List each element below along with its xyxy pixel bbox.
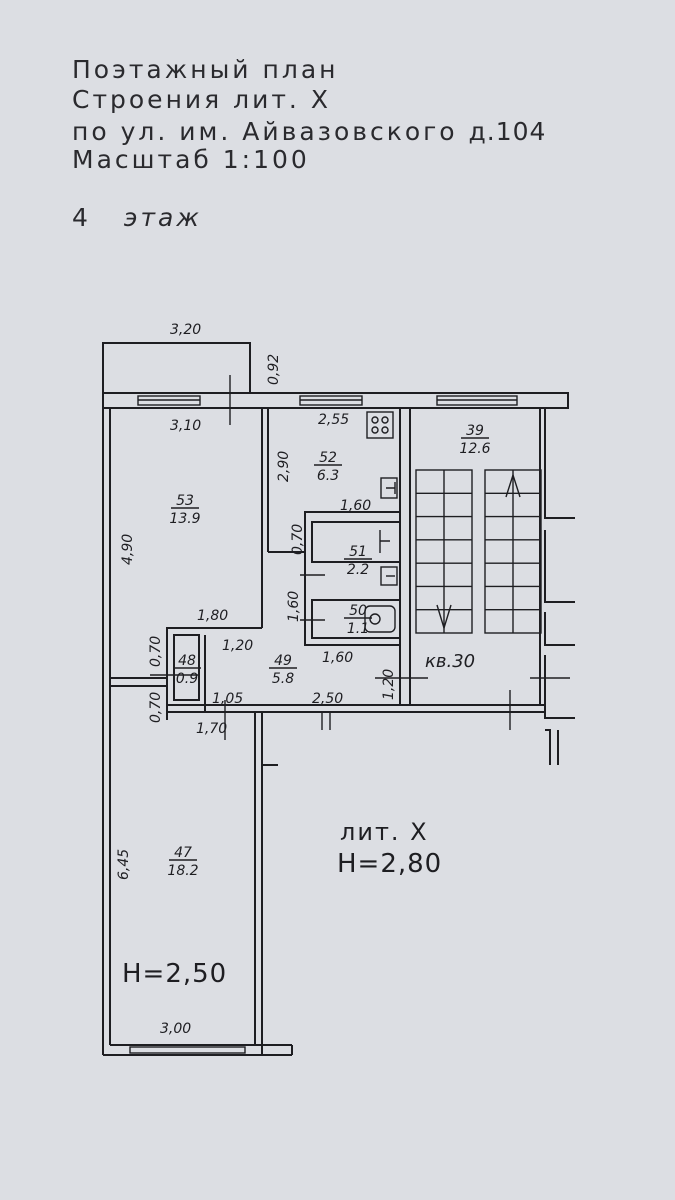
- dim-corridor-120v: 1,20: [381, 669, 397, 700]
- dim-kitchen-length: 2,90: [276, 451, 292, 482]
- floor-label: этаж: [123, 203, 202, 232]
- dim-r53-width: 3,10: [170, 418, 201, 434]
- room-number: 49: [274, 653, 292, 669]
- dim-r47-width: 3,00: [160, 1021, 191, 1037]
- street: по ул. им. Айвазовского: [72, 117, 458, 146]
- stove-icon: [366, 411, 394, 439]
- dim-corridor-170: 1,70: [196, 721, 227, 737]
- floor-number: 4: [72, 203, 91, 232]
- floor-heading: 4 этаж: [72, 203, 202, 232]
- dim-closet-070a: 0,70: [148, 636, 164, 667]
- building-height: Н=2,80: [337, 849, 442, 879]
- plan-address: по ул. им. Айвазовского д.104: [72, 117, 546, 146]
- dim-balcony-width: 3,20: [170, 322, 201, 338]
- room-area: 1.1: [347, 621, 369, 637]
- arrow-down-icon: [436, 604, 452, 631]
- room-label-47: 47 18.2: [167, 845, 198, 879]
- dim-corridor-120: 1,20: [222, 638, 253, 654]
- dim-step: 0,70: [290, 524, 306, 555]
- dim-closet-070b: 0,70: [148, 692, 164, 723]
- dim-r47-length: 6,45: [116, 849, 132, 880]
- room-label-48: 480.9: [173, 653, 201, 687]
- house-number: д.104: [468, 117, 547, 146]
- room-label-50: 501.1: [344, 603, 372, 637]
- dim-bath-width: 1,60: [340, 498, 371, 514]
- apartment-label: кв.30: [425, 651, 475, 672]
- dim-balcony-depth: 0,92: [266, 354, 282, 385]
- room-number: 53: [176, 493, 194, 509]
- walls: [102, 375, 575, 1056]
- dim-r53-inner: 1,80: [197, 608, 228, 624]
- room-number: 48: [178, 653, 196, 669]
- room-area: 13.9: [169, 511, 200, 527]
- room-area: 6.3: [317, 468, 339, 484]
- bathtub-icon: [379, 530, 398, 586]
- room-label-49: 495.8: [269, 653, 297, 687]
- plan-scale: Масштаб 1:100: [72, 145, 310, 174]
- dim-corridor-160: 1,60: [322, 650, 353, 666]
- dim-kitchen-width: 2,55: [318, 412, 349, 428]
- balcony: [102, 342, 251, 394]
- plan-title-line1: Поэтажный план: [72, 55, 339, 84]
- stairs: [415, 469, 542, 634]
- room-area: 5.8: [272, 671, 294, 687]
- dim-bath-length: 1,60: [286, 591, 302, 622]
- plan-title-line2: Строения лит. Х: [72, 85, 331, 114]
- sink-icon: [380, 477, 398, 499]
- room-label-51: 512.2: [344, 544, 372, 578]
- toilet-icon: [364, 605, 396, 633]
- room-label-53: 53 13.9: [169, 493, 200, 527]
- room-label-52: 526.3: [314, 450, 342, 484]
- room-area: 0.9: [176, 671, 198, 687]
- room-number: 51: [349, 544, 367, 560]
- dim-r53-length: 4,90: [120, 534, 136, 565]
- liter-label: лит. Х: [340, 818, 429, 846]
- dim-corridor-250: 2,50: [312, 691, 343, 707]
- room-label-39: 39 12.6: [459, 423, 490, 457]
- room-area: 18.2: [167, 863, 198, 879]
- arrow-up-icon: [505, 472, 521, 498]
- room-height: Н=2,50: [122, 959, 227, 989]
- dim-closet-105: 1,05: [212, 691, 243, 707]
- room-number: 39: [466, 423, 484, 439]
- room-number: 47: [174, 845, 192, 861]
- room-number: 50: [349, 603, 367, 619]
- room-area: 12.6: [459, 441, 490, 457]
- room-number: 52: [319, 450, 337, 466]
- room-area: 2.2: [347, 562, 369, 578]
